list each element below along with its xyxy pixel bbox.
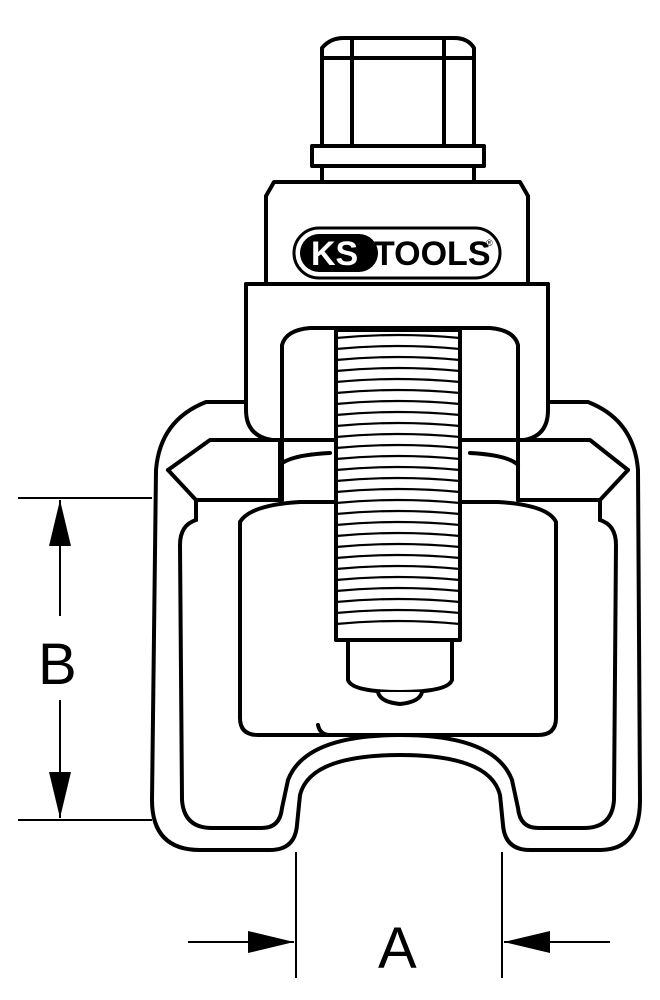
thread-line (335, 553, 461, 560)
dimension-a-arrow-right (504, 931, 550, 953)
dimension-a-label: A (378, 916, 417, 981)
thread-line (335, 476, 461, 483)
thread-line (335, 344, 461, 351)
logo-ks-text: KS (311, 235, 358, 273)
thread-line (335, 564, 461, 571)
dimension-a-arrow-left (248, 931, 294, 953)
thread-line (335, 509, 461, 516)
thread-line (335, 454, 461, 461)
dimension-b: B (18, 497, 152, 821)
thread-line (335, 410, 461, 417)
threaded-spindle (334, 328, 462, 706)
thread-line (335, 333, 461, 340)
thread-line (335, 586, 461, 593)
thread-line (335, 597, 461, 604)
dimension-b-label: B (38, 632, 77, 697)
thread-line (335, 575, 461, 582)
logo-tools-text: TOOLS (374, 235, 491, 273)
thread-line (335, 399, 461, 406)
registered-mark: ® (486, 238, 493, 248)
ks-tools-logo: KS TOOLS ® (292, 226, 502, 280)
thread-line (335, 355, 461, 362)
thread-line (335, 366, 461, 373)
thread-line (335, 542, 461, 549)
thread-line (335, 443, 461, 450)
dimension-b-arrow-top (49, 500, 71, 546)
thread-line (335, 465, 461, 472)
thread-line (335, 608, 461, 615)
spindle-threads (335, 333, 461, 626)
logo-ks-background (300, 234, 378, 272)
hex-head-bolt (310, 36, 486, 184)
thread-line (335, 520, 461, 527)
thread-line (335, 487, 461, 494)
thread-line (335, 619, 461, 626)
thread-line (335, 432, 461, 439)
dimension-b-arrow-bottom (49, 772, 71, 818)
thread-line (335, 421, 461, 428)
thread-line (335, 498, 461, 505)
thread-line (335, 531, 461, 538)
thread-line (335, 388, 461, 395)
dimension-a: A (188, 852, 610, 981)
thread-line (335, 377, 461, 384)
